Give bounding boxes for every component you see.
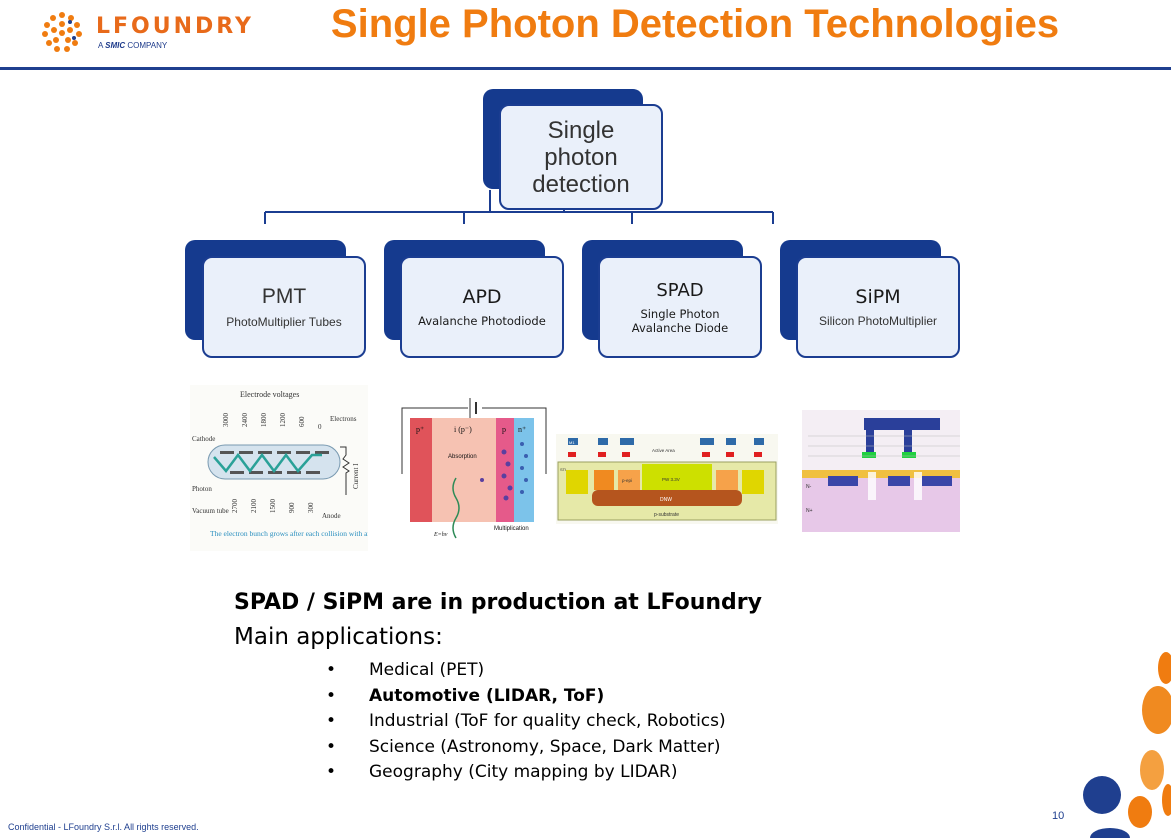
apd-p-plus: p⁺: [416, 425, 424, 434]
spad-m1: M1: [569, 440, 575, 445]
logo-tagline-suffix: COMPANY: [127, 41, 168, 50]
production-headline: SPAD / SiPM are in production at LFoundr…: [234, 590, 762, 615]
pmt-v-bot-3: 1500: [269, 499, 277, 514]
bullet: •: [326, 711, 337, 731]
page-number: 10: [1052, 810, 1065, 822]
list-item: • Medical (PET): [326, 658, 726, 684]
application-text: Geography (City mapping by LIDAR): [369, 762, 678, 782]
bullet: •: [326, 685, 337, 706]
spad-sti: STI: [560, 467, 566, 472]
logo-tagline-prefix: A: [98, 41, 103, 50]
spad-sublabel: Single Photon Avalanche Diode: [631, 306, 729, 335]
pmt-cathode-label: Cathode: [192, 435, 215, 443]
spad-label: SPAD: [656, 279, 704, 301]
logo-dots-icon: [42, 12, 82, 52]
pmt-electrons-label: Electrons: [330, 415, 357, 423]
apd-n-plus: n⁺: [518, 425, 526, 434]
pmt-v-bot-4: 900: [288, 502, 296, 513]
applications-list: •Medical (PET) •Automotive (LIDAR, ToF) …: [326, 658, 726, 786]
pmt-v-top-2: 2400: [241, 413, 249, 428]
pmt-diagram: Electrode voltages 3000 2400 1800 1200 6…: [190, 385, 368, 551]
spad-node-box: SPAD Single Photon Avalanche Diode: [598, 256, 762, 358]
pmt-v-bot-1: 2700: [231, 499, 239, 514]
sipm-sublabel: Silicon PhotoMultiplier: [818, 314, 938, 328]
sipm-node-box: SiPM Silicon PhotoMultiplier: [796, 256, 960, 358]
bullet: •: [326, 762, 337, 782]
header-divider: [0, 67, 1171, 70]
slide-title: Single Photon Detection Technologies: [330, 2, 1060, 46]
spad-diagram: DNW p-substrate PW 3.3V p-epi Active Are…: [556, 434, 778, 524]
applications-heading: Main applications:: [234, 624, 443, 650]
bullet: •: [326, 736, 337, 757]
spad-substrate: p-substrate: [654, 512, 679, 518]
pmt-node-box: PMT PhotoMultiplier Tubes: [202, 256, 366, 358]
list-item: • Industrial (ToF for quality check, Robo…: [326, 709, 726, 735]
application-text: Industrial (ToF for quality check, Robot…: [369, 711, 726, 731]
pmt-v-top-3: 1800: [260, 413, 268, 428]
application-text: Science (Astronomy, Space, Dark Matter): [369, 736, 721, 757]
pmt-v-bot-5: 300: [307, 502, 315, 513]
apd-diagram: p⁺ i (p⁻) p n⁺ Absorption Multiplication…: [396, 392, 552, 542]
sipm-n-plus: N+: [806, 508, 813, 514]
pmt-v-bot-2: 2100: [250, 499, 258, 514]
apd-multiplication: Multiplication: [494, 526, 529, 532]
spad-p-epi: p-epi: [622, 478, 632, 483]
pmt-vacuum-label: Vacuum tube: [192, 507, 229, 515]
pmt-v-top-6: 0: [318, 423, 322, 431]
pmt-v-top-4: 1200: [279, 413, 287, 428]
application-text: Medical (PET): [369, 660, 485, 680]
pmt-sublabel: PhotoMultiplier Tubes: [226, 315, 342, 329]
logo-brand-text: LFOUNDRY: [96, 14, 254, 39]
apd-p: p: [502, 425, 506, 434]
root-node-box: Single photon detection: [499, 104, 663, 210]
apd-sublabel: Avalanche Photodiode: [418, 314, 546, 328]
pmt-label: PMT: [261, 285, 307, 308]
spad-dnw: DNW: [660, 497, 672, 503]
sipm-n-minus: N-: [806, 484, 812, 490]
spad-pw: PW 3.3V: [662, 477, 680, 482]
company-logo: LFOUNDRY A SMIC COMPANY: [40, 8, 260, 60]
apd-energy: E=hν: [433, 532, 448, 538]
logo-tagline-brand: SMIC: [105, 41, 126, 50]
pmt-photon-label: Photon: [192, 485, 212, 493]
spad-active-area: Active Area: [652, 448, 675, 453]
decorative-dots-icon: [1083, 652, 1171, 838]
list-item: • Automotive (LIDAR, ToF): [326, 684, 726, 710]
root-node-label: Single photon detection: [532, 116, 630, 198]
sipm-diagram: N- N+: [802, 410, 960, 532]
pmt-v-top-5: 600: [298, 416, 306, 427]
hierarchy-connectors: [264, 190, 774, 224]
apd-node-box: APD Avalanche Photodiode: [400, 256, 564, 358]
list-item: • Geography (City mapping by LIDAR): [326, 760, 726, 786]
apd-absorption: Absorption: [448, 454, 477, 460]
bullet: •: [326, 660, 337, 680]
list-item: • Science (Astronomy, Space, Dark Matter): [326, 735, 726, 761]
pmt-current-label: Current I: [352, 463, 360, 489]
pmt-caption: The electron bunch grows after each coll…: [210, 529, 368, 538]
sipm-label: SiPM: [855, 286, 901, 308]
application-text: Automotive (LIDAR, ToF): [369, 685, 605, 706]
pmt-anode-label: Anode: [322, 512, 341, 520]
apd-label: APD: [462, 286, 502, 308]
pmt-v-top-1: 3000: [222, 413, 230, 428]
apd-i-region: i (p⁻): [454, 425, 472, 434]
logo-tagline: A SMIC COMPANY: [98, 41, 167, 50]
pmt-electrode-voltages: Electrode voltages: [240, 390, 299, 399]
confidential-footer: Confidential - LFoundry S.r.l. All right…: [8, 822, 199, 832]
